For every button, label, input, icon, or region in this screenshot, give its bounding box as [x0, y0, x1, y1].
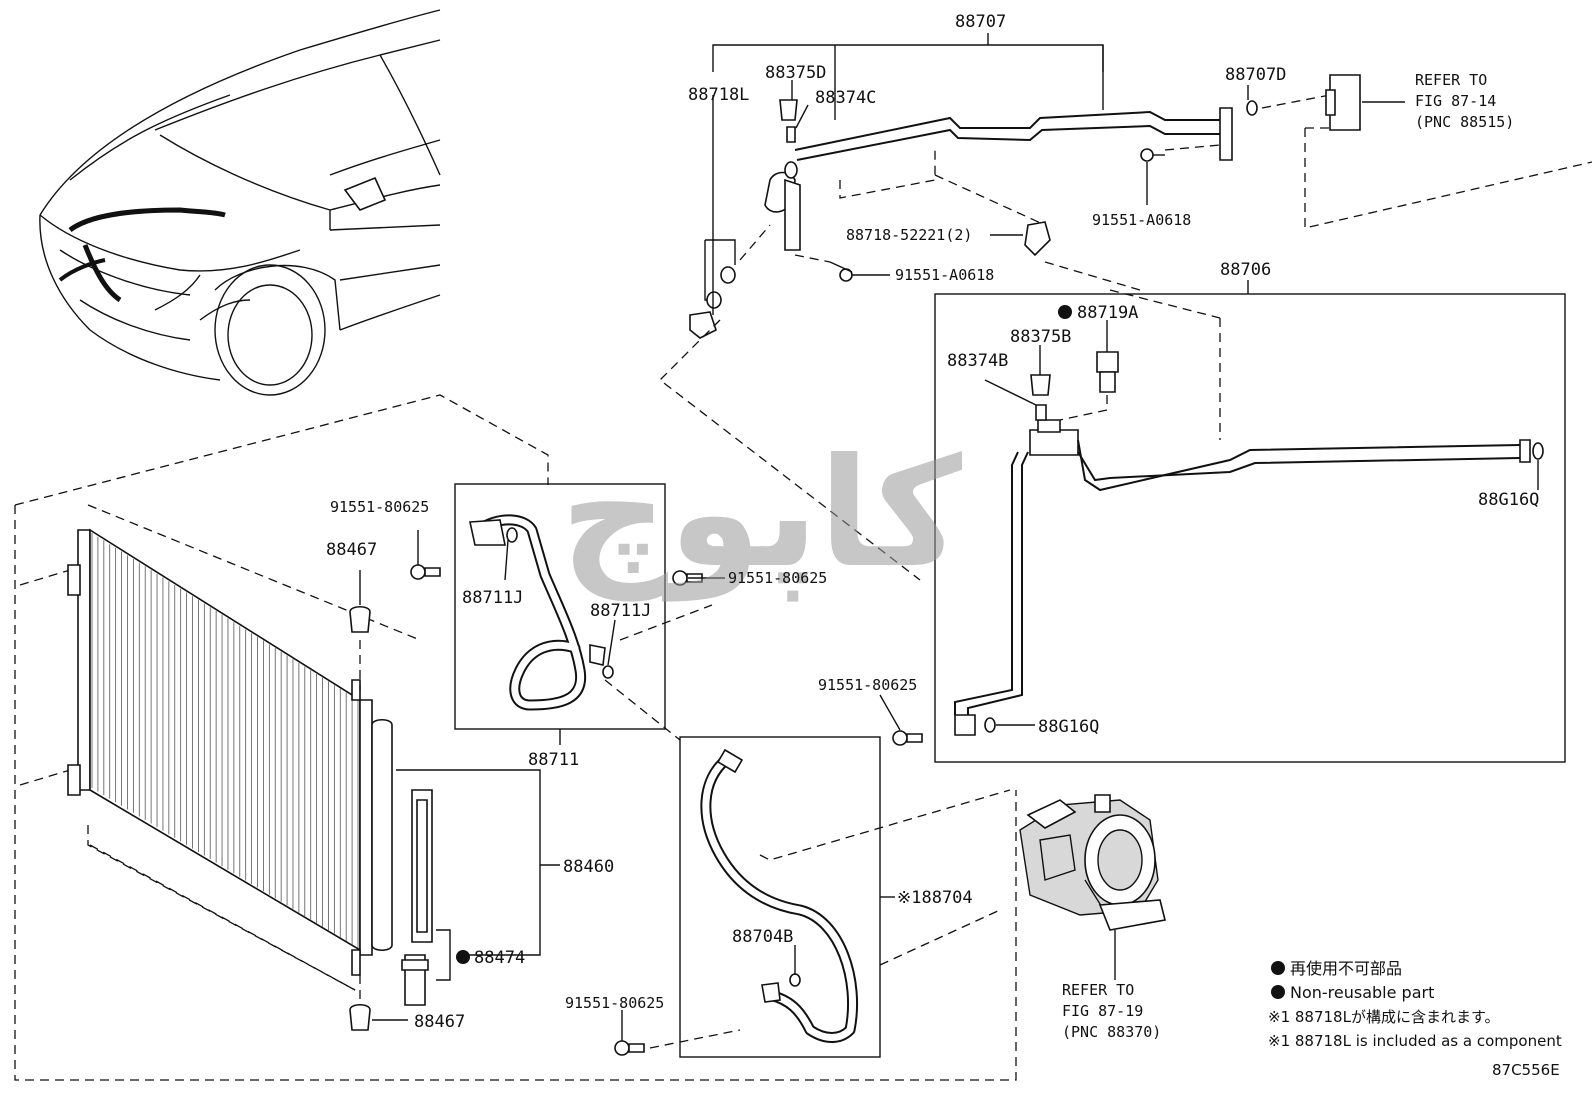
label-88G16Q-right: 88G16Q — [1478, 490, 1539, 510]
label-91551-80625-d: 91551-80625 — [565, 994, 664, 1012]
label-88704B: 88704B — [732, 927, 793, 947]
compressor-illustration — [1019, 794, 1166, 980]
legend: 再使用不可部品 Non-reusable part ※1 88718Lが構成に含… — [1268, 959, 1562, 1079]
condenser-88460 — [14, 394, 1017, 1081]
label-88374B: 88374B — [947, 351, 1008, 371]
refer-fig-87-19-line3: (PNC 88370) — [1062, 1023, 1161, 1041]
legend-jp-nonreusable: 再使用不可部品 — [1290, 959, 1402, 978]
condenser-fins — [91, 533, 359, 948]
label-88460: 88460 — [563, 857, 614, 877]
label-88711: 88711 — [528, 750, 579, 770]
watermark-logo: کاپوچ — [560, 427, 963, 602]
legend-en-note: ※1 88718L is included as a component — [1268, 1032, 1562, 1050]
legend-en-nonreusable: Non-reusable part — [1290, 983, 1434, 1002]
legend-dot-jp — [1271, 961, 1285, 975]
suction-hose-88704-box — [614, 694, 1011, 1058]
label-88375B: 88375B — [1010, 327, 1071, 347]
label-88706: 88706 — [1220, 260, 1271, 280]
label-88G16Q-left: 88G16Q — [1038, 717, 1099, 737]
label-91551-80625-b: 91551-80625 — [728, 569, 827, 587]
liquid-pipe-88706-box — [934, 280, 1566, 763]
label-91551-A0618-upper: 91551-A0618 — [1092, 211, 1191, 229]
label-88474: 88474 — [474, 948, 525, 968]
suction-pipe-88707 — [659, 33, 1592, 581]
label-88719A: 88719A — [1077, 303, 1138, 323]
non-reusable-dot-88474 — [456, 950, 470, 964]
figure-code: 87C556E — [1492, 1061, 1560, 1079]
label-88375D: 88375D — [765, 63, 826, 83]
refer-fig-87-19-line2: FIG 87-19 — [1062, 1002, 1143, 1020]
discharge-hose-88711-box — [454, 483, 725, 745]
refer-fig-87-19-line1: REFER TO — [1062, 981, 1134, 999]
label-88467-upper: 88467 — [326, 540, 377, 560]
legend-jp-note: ※1 88718Lが構成に含まれます。 — [1268, 1008, 1499, 1026]
label-88704: ※188704 — [897, 888, 973, 908]
label-88711J-b: 88711J — [590, 601, 651, 621]
label-91551-A0618-lower: 91551-A0618 — [895, 266, 994, 284]
label-88707D: 88707D — [1225, 65, 1286, 85]
refer-fig-87-14-line2: FIG 87-14 — [1415, 92, 1496, 110]
label-91551-80625-a: 91551-80625 — [330, 498, 429, 516]
label-88711J-a: 88711J — [462, 588, 523, 608]
label-88707: 88707 — [955, 12, 1006, 32]
label-88467-lower: 88467 — [414, 1012, 465, 1032]
label-88374C: 88374C — [815, 88, 876, 108]
part-labels: 88707 88375D 88718L 88374C 88707D REFER … — [326, 12, 1539, 1041]
refer-fig-87-14-line1: REFER TO — [1415, 71, 1487, 89]
refer-fig-87-14-line3: (PNC 88515) — [1415, 113, 1514, 131]
non-reusable-dot-88719A — [1058, 305, 1072, 319]
label-88718-52221: 88718-52221(2) — [846, 226, 972, 244]
label-91551-80625-c: 91551-80625 — [818, 676, 917, 694]
legend-dot-en — [1271, 985, 1285, 999]
label-88718L: 88718L — [688, 85, 749, 105]
car-front-illustration — [39, 9, 441, 396]
